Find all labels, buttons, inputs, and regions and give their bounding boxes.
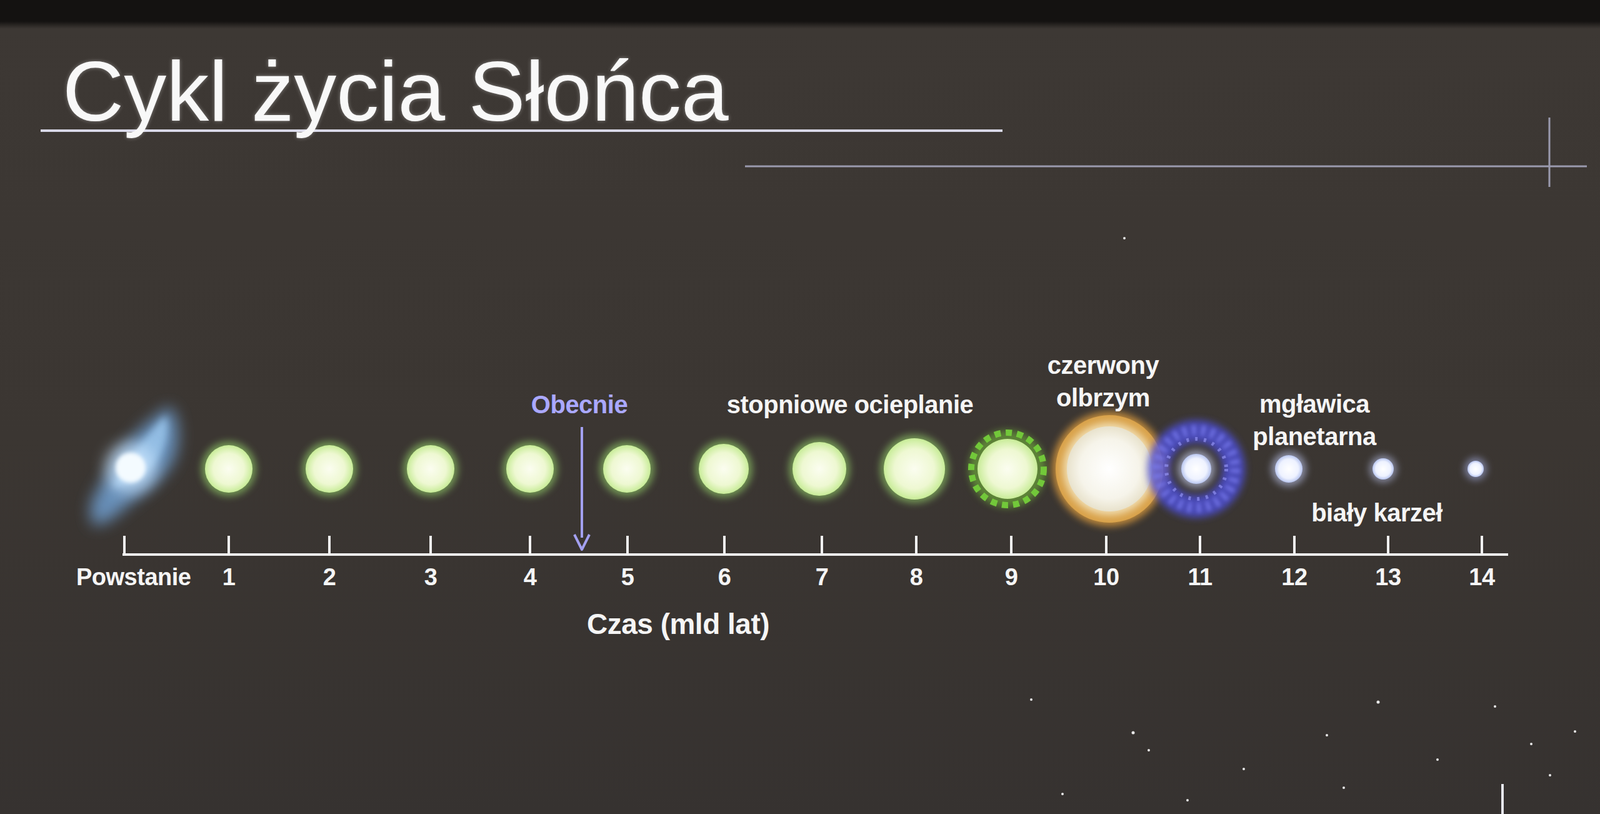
now-label: Obecnie [531, 389, 628, 420]
axis-start-label: Powstanie [76, 563, 191, 592]
white-dwarf [1271, 451, 1487, 487]
tick-label: 8 [910, 563, 924, 592]
tick-label: 10 [1093, 563, 1119, 592]
decor-line [1501, 783, 1504, 814]
planetary-nebula [1157, 430, 1235, 508]
tick-label: 12 [1281, 563, 1307, 592]
tick-label: 2 [323, 563, 337, 592]
tick-label: 7 [815, 563, 829, 592]
protostar-cloud [90, 406, 179, 525]
tick-label: 5 [621, 563, 635, 592]
now-arrow [574, 426, 590, 550]
stage-label: czerwony olbrzym [1031, 348, 1175, 414]
tick-label: 4 [523, 563, 537, 592]
tick-label: 1 [222, 563, 236, 592]
stars [1030, 236, 1577, 802]
stage-label: biały karzeł [1311, 497, 1443, 528]
decor-line [745, 165, 1587, 168]
slide-title: Cykl życia Słońca [62, 48, 729, 134]
tick-label: 13 [1375, 563, 1401, 592]
tick-label: 14 [1468, 563, 1495, 592]
stage-label: stopniowe ocieplanie [726, 389, 974, 420]
stage-label: mgławica planetarna [1239, 387, 1390, 453]
time-axis [122, 535, 1509, 555]
decor-line [1548, 117, 1551, 187]
tick-label: 6 [718, 563, 732, 592]
tick-label: 9 [1005, 563, 1019, 592]
tick-label: 3 [424, 563, 438, 592]
axis-title: Czas (mld lat) [586, 606, 770, 642]
sun-sequence [201, 430, 1047, 508]
tick-label: 11 [1187, 563, 1212, 592]
